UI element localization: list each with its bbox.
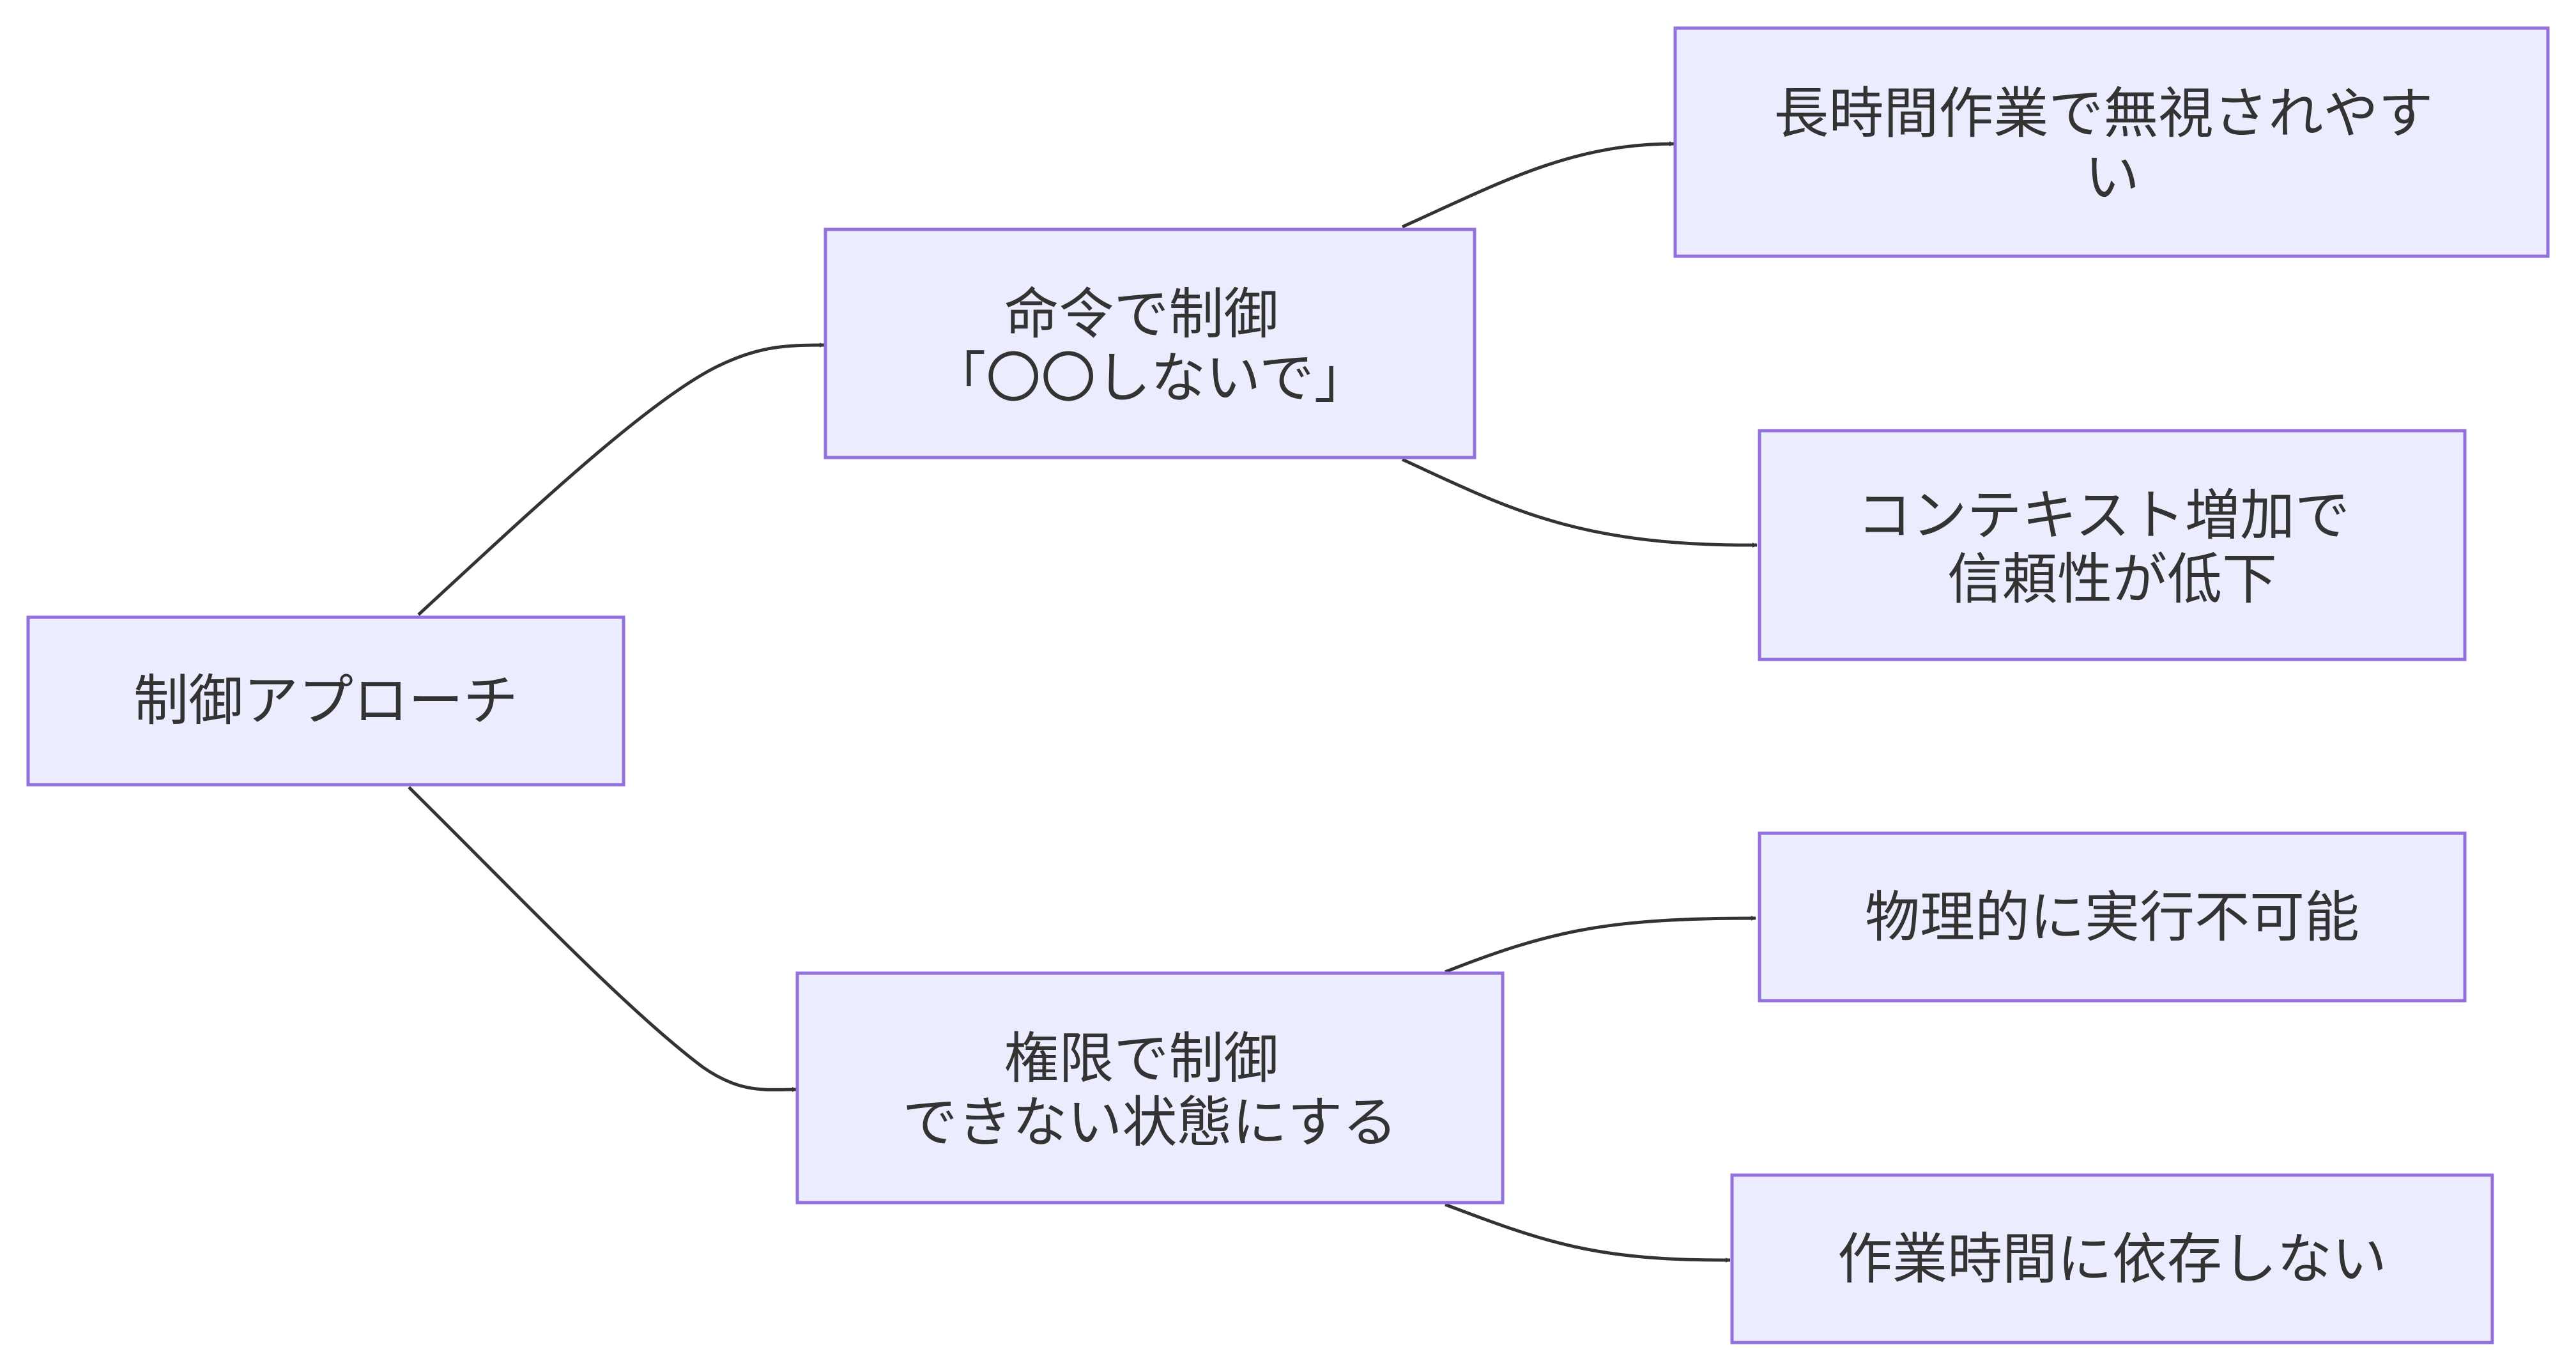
node-independent-box <box>1730 1173 2494 1344</box>
node-permission: 権限で制御 できない状態にする <box>795 971 1505 1205</box>
node-impossible-box <box>1758 831 2467 1003</box>
node-permission-line-2: できない状態にする <box>903 1091 1398 1155</box>
edge-permission-to-impossible <box>1445 916 1756 974</box>
edge-root-to-command <box>417 342 825 616</box>
node-command-line-1: 命令で制御 <box>1004 282 1278 346</box>
edge-root-to-permission <box>408 786 797 1093</box>
node-root-line-1: 制御アプローチ <box>134 669 518 733</box>
node-independent-label: 作業時間に依存しない <box>1837 1228 2387 1291</box>
node-command-line-2: 「〇〇しないで」 <box>931 346 1368 410</box>
edge-permission-to-independent <box>1445 1203 1731 1263</box>
node-permission-line-1: 権限で制御 <box>1004 1027 1278 1091</box>
node-ignored-label: 長時間作業で無視されやす い <box>1774 82 2450 210</box>
node-ignored: 長時間作業で無視されやす い <box>1673 26 2550 258</box>
node-command-box <box>824 227 1476 459</box>
node-impossible-label: 物理的に実行不可能 <box>1865 886 2359 950</box>
node-permission-label: 権限で制御 できない状態にする <box>903 1027 1398 1155</box>
node-ignored-line-2: い <box>2085 146 2140 210</box>
node-root-box <box>26 615 625 787</box>
node-command-label: 命令で制御 「〇〇しないで」 <box>931 282 1368 410</box>
node-reliability-line-1: コンテキスト増加で <box>1857 484 2350 548</box>
node-reliability-line-2: 信頼性が低下 <box>1947 548 2277 612</box>
node-ignored-line-1: 長時間作業で無視されやす <box>1774 82 2433 146</box>
node-ignored-box <box>1673 26 2550 258</box>
node-reliability: コンテキスト増加で 信頼性が低下 <box>1758 429 2467 661</box>
node-independent: 作業時間に依存しない <box>1730 1173 2494 1344</box>
node-root: 制御アプローチ <box>26 615 625 787</box>
edge-command-to-ignored <box>1401 141 1675 229</box>
node-command: 命令で制御 「〇〇しないで」 <box>824 227 1476 459</box>
node-reliability-box <box>1758 429 2467 661</box>
node-impossible-line-1: 物理的に実行不可能 <box>1865 886 2359 950</box>
node-root-label: 制御アプローチ <box>134 669 518 733</box>
node-reliability-label: コンテキスト増加で 信頼性が低下 <box>1857 484 2368 612</box>
edges <box>408 141 1758 1263</box>
node-impossible: 物理的に実行不可能 <box>1758 831 2467 1003</box>
edge-command-to-reliability <box>1401 458 1758 548</box>
node-permission-box <box>795 971 1505 1205</box>
node-independent-line-1: 作業時間に依存しない <box>1837 1228 2387 1291</box>
